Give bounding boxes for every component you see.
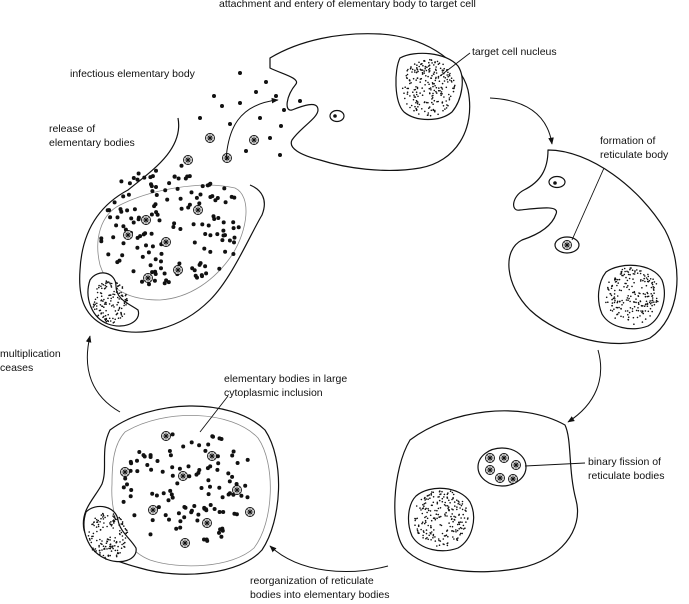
fission-label-line2: reticulate bodies <box>588 470 665 482</box>
arrow-formation-to-fission <box>567 349 602 423</box>
rb-dividing-2 <box>499 453 509 463</box>
fission-label-line1: binary fission of <box>588 456 661 468</box>
rb-rel-6 <box>123 230 133 240</box>
cell-release <box>79 117 265 333</box>
cell3-nucleus <box>407 487 475 552</box>
release-inclusion-outline <box>97 184 247 301</box>
cycle-arrows <box>85 97 602 572</box>
infectious-eb-label: infectious elementary body <box>70 68 195 80</box>
rb-dividing-5 <box>495 473 505 483</box>
reticulate-body <box>554 236 580 254</box>
release-reticulate-bodies <box>123 133 259 283</box>
title-label: attachment and entery of elementary body… <box>219 0 476 10</box>
inclusion-label-line1: elementary bodies in large <box>224 373 348 385</box>
cell-reticulate-body-formation <box>508 149 678 345</box>
reorganization-label-line2: bodies into elementary bodies <box>250 589 390 601</box>
multiplication-label-line1: multiplication <box>0 348 61 360</box>
cell4-nucleus <box>83 505 137 563</box>
rb-inc-5 <box>232 485 242 495</box>
nucleus-stipple-4 <box>87 512 129 560</box>
arrow-reorg-to-release <box>85 335 121 413</box>
rb-inc-6 <box>148 505 158 515</box>
nucleus-stipple-5 <box>92 280 129 324</box>
target-cell-nucleus <box>395 52 463 121</box>
rb-rel-9 <box>173 265 183 275</box>
formation-label-line1: formation of <box>600 135 656 147</box>
inclusion-label-line2: cytoplasmic inclusion <box>224 387 323 399</box>
free-elementary-bodies <box>198 71 302 157</box>
rb-dividing-6 <box>508 474 518 484</box>
cell5-nucleus <box>87 272 140 327</box>
dividing-reticulate-bodies <box>477 447 527 487</box>
nucleus-stipple-2 <box>605 267 659 326</box>
rb-rel-8 <box>193 205 203 215</box>
rb-rel-3 <box>183 155 193 165</box>
release-label-line2: elementary bodies <box>49 137 135 149</box>
cytoplasmic-inclusion-outline <box>111 414 271 567</box>
cell-binary-fission <box>394 410 579 573</box>
entering-elementary-body <box>329 109 345 123</box>
nucleus-stipple-3 <box>414 490 469 547</box>
rb-rel-1 <box>205 133 215 143</box>
target-nucleus-label: target cell nucleus <box>472 46 557 58</box>
rb-rel-4 <box>222 153 232 163</box>
rb-inc-8 <box>180 538 190 548</box>
rb-inc-9 <box>245 507 255 517</box>
arrow-fission-to-reorg <box>269 545 389 572</box>
new-elementary-body-vacuole <box>548 175 566 189</box>
cell-large-inclusion <box>82 405 280 575</box>
rb-inc-2 <box>207 451 217 461</box>
inclusion-elementary-bodies <box>121 432 250 543</box>
rb-dividing-4 <box>485 465 495 475</box>
arrow-attach-to-formation <box>489 97 554 145</box>
rb-dividing-3 <box>511 460 521 470</box>
formation-label-line2: reticulate body <box>600 149 669 161</box>
release-label-line1: release of <box>49 123 96 135</box>
rb-inc-7 <box>202 518 212 528</box>
rb-rel-2 <box>249 135 259 145</box>
reorganization-label-line1: reorganization of reticulate <box>250 575 374 587</box>
cell2-nucleus <box>597 264 665 330</box>
multiplication-label-line2: ceases <box>0 362 34 374</box>
rb-inc-3 <box>120 467 130 477</box>
reticulate-body-icon <box>562 240 572 250</box>
inclusion-reticulate-bodies <box>120 431 255 548</box>
rb-dividing-1 <box>485 453 495 463</box>
released-elementary-bodies <box>99 163 241 287</box>
leader-lines <box>199 52 605 467</box>
rb-rel-5 <box>141 215 151 225</box>
rb-rel-7 <box>161 237 171 247</box>
rb-inc-1 <box>161 431 171 441</box>
rb-rel-10 <box>143 273 153 283</box>
arrow-release-to-attach <box>225 97 279 161</box>
rb-inc-4 <box>178 471 188 481</box>
